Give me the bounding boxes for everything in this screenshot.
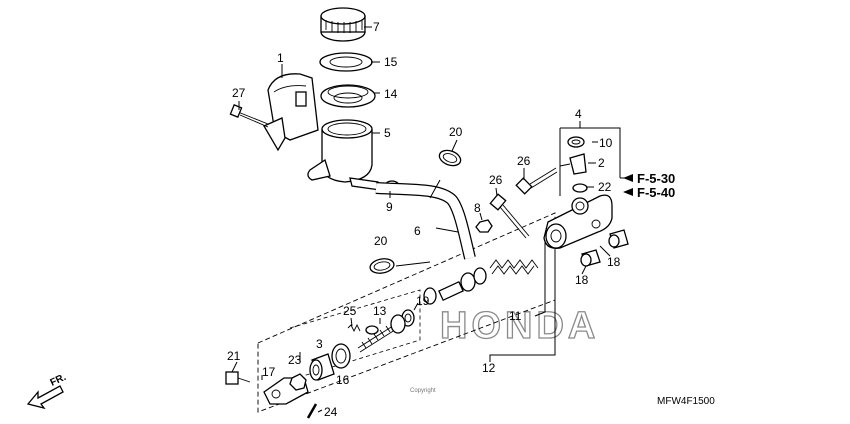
callout-9[interactable]: 9: [386, 200, 393, 214]
callout-2[interactable]: 2: [598, 156, 605, 170]
callout-labels: 1 2 3 4 5 6 7 8 9 10 11 12 14 15 16 17 1…: [227, 20, 621, 419]
callout-20b[interactable]: 20: [374, 234, 388, 248]
push-rod-13[interactable]: [357, 314, 406, 353]
callout-21[interactable]: 21: [227, 349, 241, 363]
callout-14[interactable]: 14: [384, 87, 398, 101]
reservoir-hose[interactable]: [375, 179, 476, 260]
callout-23[interactable]: 23: [288, 353, 302, 367]
honda-watermark: HONDA: [440, 305, 599, 347]
fr-label: FR.: [49, 372, 68, 389]
callout-17[interactable]: 17: [262, 365, 276, 379]
reservoir-diaphragm[interactable]: [320, 84, 376, 108]
callout-3[interactable]: 3: [316, 337, 323, 351]
callout-25[interactable]: 25: [343, 304, 357, 318]
callout-6[interactable]: 6: [414, 224, 421, 238]
hose-clamp-lower[interactable]: [369, 257, 395, 275]
callout-22[interactable]: 22: [598, 180, 612, 194]
callout-8[interactable]: 8: [474, 201, 481, 215]
front-direction-arrow: FR.: [26, 372, 68, 410]
callout-26b[interactable]: 26: [517, 154, 531, 168]
subassembly-outline: [289, 289, 421, 381]
callout-20a[interactable]: 20: [449, 125, 463, 139]
callout-16[interactable]: 16: [336, 373, 350, 387]
reservoir-tank[interactable]: [307, 119, 381, 191]
callout-7[interactable]: 7: [373, 20, 380, 34]
callout-27[interactable]: 27: [232, 86, 246, 100]
reservoir-guard[interactable]: [263, 73, 319, 152]
callout-18a[interactable]: 18: [575, 273, 589, 287]
bushing-18a[interactable]: [580, 249, 601, 267]
joint-3[interactable]: [309, 353, 335, 381]
callout-12[interactable]: 12: [482, 361, 496, 375]
ref-f-5-30[interactable]: F-5-30: [637, 171, 675, 186]
callout-24[interactable]: 24: [324, 405, 338, 419]
o-ring-22[interactable]: [572, 183, 588, 193]
ref-f-5-40[interactable]: F-5-40: [637, 185, 675, 200]
callout-15[interactable]: 15: [384, 55, 398, 69]
master-cylinder-body[interactable]: [543, 194, 613, 249]
piston-kit[interactable]: [423, 259, 539, 305]
hose-clamp-upper[interactable]: [437, 148, 462, 169]
pin-24[interactable]: [306, 403, 318, 419]
nut-8[interactable]: [475, 219, 493, 233]
reservoir-cap[interactable]: [320, 7, 366, 42]
seal-16[interactable]: [331, 343, 351, 369]
leader-lines: [231, 26, 621, 413]
spring-25[interactable]: [347, 323, 361, 333]
bolt-21[interactable]: [225, 371, 251, 385]
bushing-18b[interactable]: [608, 229, 629, 249]
nut-23[interactable]: [289, 373, 307, 391]
fitting-10[interactable]: [567, 136, 585, 148]
joint-2[interactable]: [559, 153, 587, 175]
callout-13[interactable]: 13: [373, 304, 387, 318]
callout-26a[interactable]: 26: [489, 173, 503, 187]
callout-10[interactable]: 10: [599, 136, 613, 150]
reservoir-plate[interactable]: [319, 52, 373, 72]
callout-11[interactable]: 11: [509, 309, 522, 323]
callout-1[interactable]: 1: [277, 51, 284, 65]
bolt-26-front[interactable]: [489, 193, 530, 239]
callout-4[interactable]: 4: [575, 107, 582, 121]
diagram-code: MFW4F1500: [657, 396, 715, 407]
reference-links[interactable]: F-5-30 F-5-40: [620, 171, 675, 200]
screw-27[interactable]: [229, 104, 269, 128]
copyright-text: Copyright: [410, 388, 436, 394]
bolt-26-rear[interactable]: [515, 167, 558, 195]
callout-5[interactable]: 5: [384, 126, 391, 140]
callout-18b[interactable]: 18: [607, 255, 621, 269]
callout-19[interactable]: 19: [416, 294, 430, 308]
